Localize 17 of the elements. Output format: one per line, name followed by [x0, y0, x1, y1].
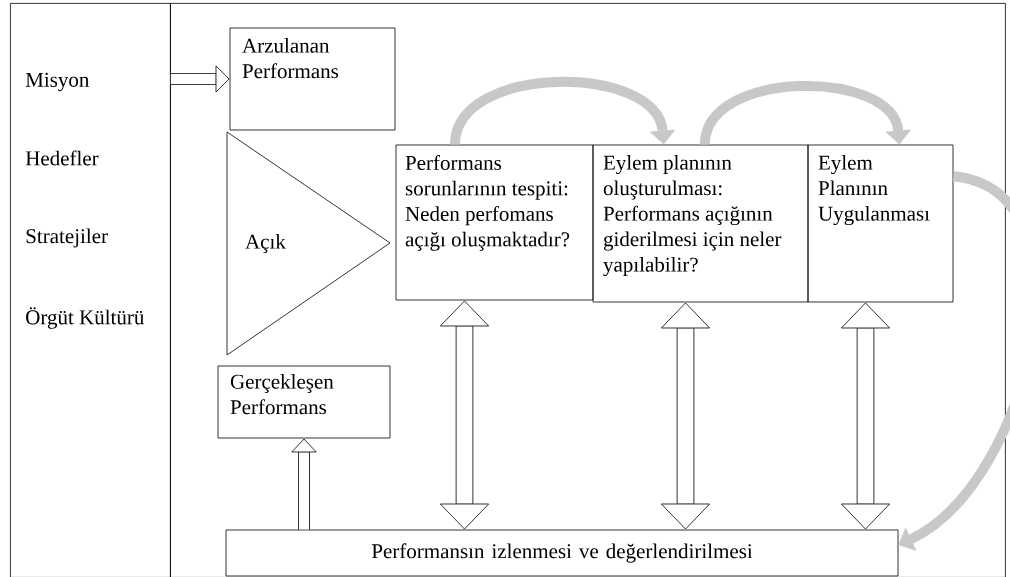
process-box: Arzulanan Performans	[229, 27, 396, 131]
block-arrow	[439, 300, 490, 530]
process-box: Eylem planının oluşturulması: Performans açığının giderilmesi için neler yapılabilir?	[592, 144, 809, 303]
block-arrow	[170, 65, 230, 93]
block-arrow	[660, 302, 711, 530]
side-panel: Misyon Hedefler Stratejiler Örgüt Kültürü	[10, 3, 171, 577]
frame	[170, 3, 1006, 577]
block-arrow	[840, 302, 891, 530]
block-arrow	[450, 76, 676, 146]
block-arrow	[699, 81, 911, 146]
process-box: Performansın izlenmesi ve değerlendirilmesi	[225, 529, 899, 577]
block-arrow	[898, 171, 1010, 551]
process-box: Eylem Planının Uygulanması	[807, 144, 954, 303]
process-box: Performans sorunlarının tespiti: Neden perfomans açığı oluşmaktadır?	[395, 144, 594, 301]
process-box: Gerçekleşen Performans	[217, 365, 391, 439]
block-arrow	[291, 438, 317, 530]
gap-triangle: Açık	[226, 131, 391, 356]
